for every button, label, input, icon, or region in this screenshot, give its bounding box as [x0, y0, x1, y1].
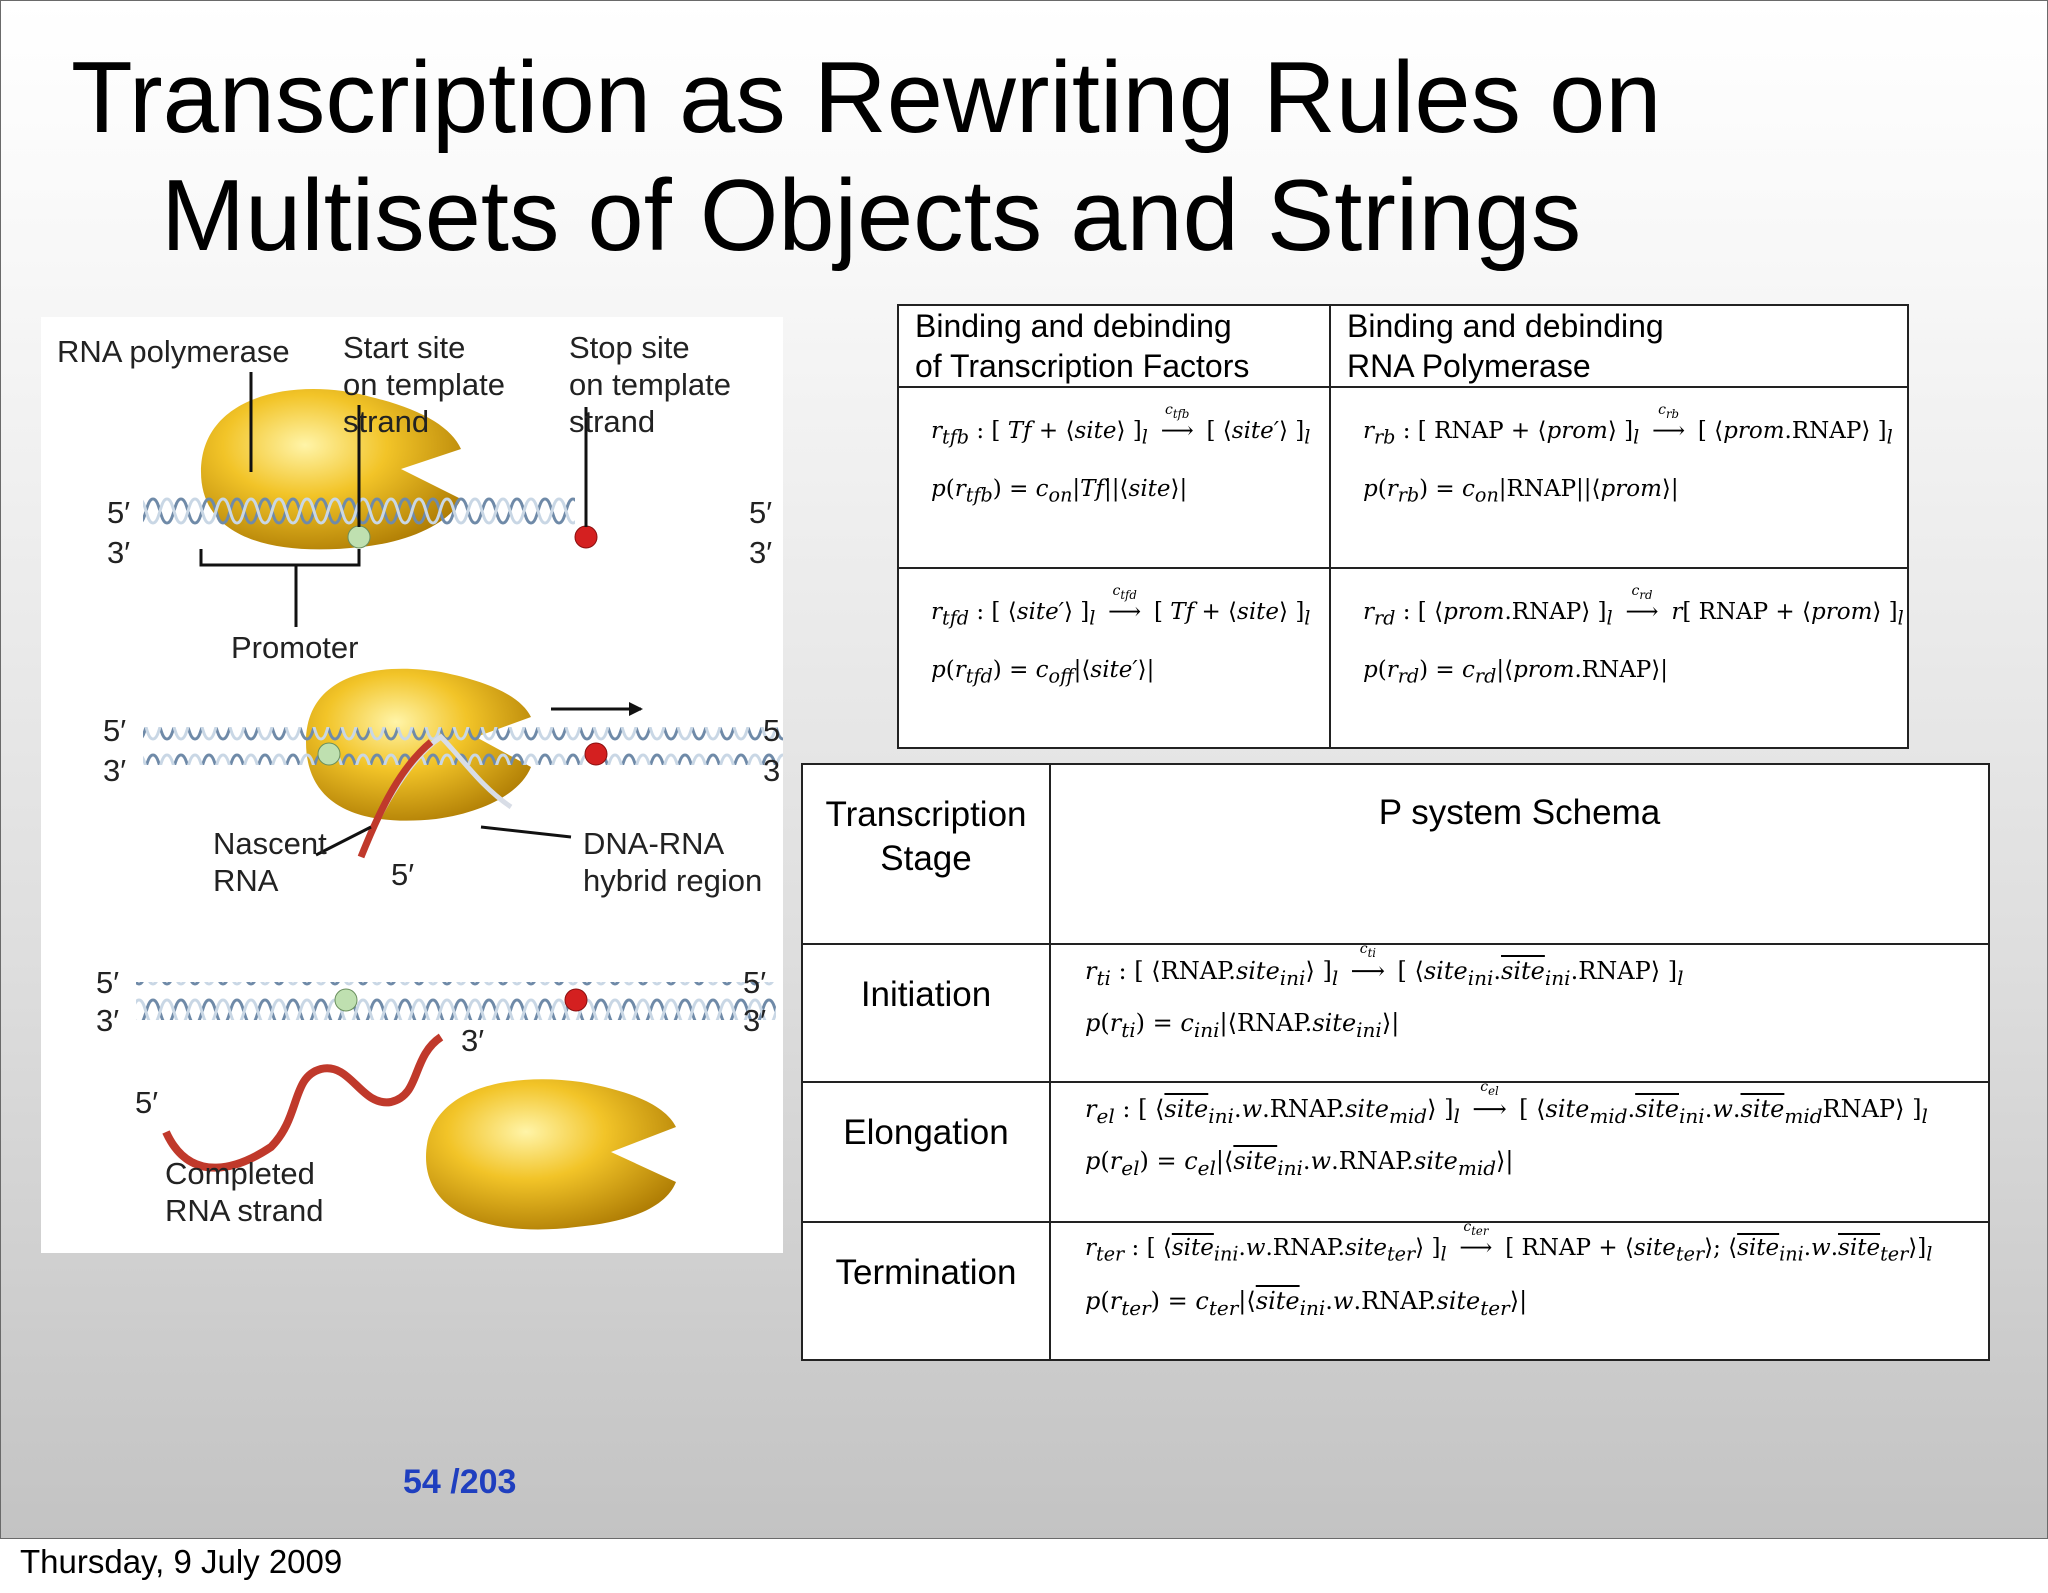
label-completed-rna: Completed RNA strand — [165, 1156, 324, 1228]
stop-site-dot-3 — [564, 988, 588, 1012]
transcription-figure: RNA polymerase Start site on template st… — [41, 317, 783, 1253]
stop-site-dot-2 — [584, 742, 608, 766]
title-line-2: Multisets of Objects and Strings — [161, 160, 1582, 272]
page-total: /203 — [450, 1463, 517, 1501]
footer-date: Thursday, 9 July 2009 — [20, 1543, 343, 1580]
rna-polymerase-shape-3 — [426, 1079, 676, 1230]
panel-termination — [136, 982, 776, 1230]
rule-rd: rrd : [ ⟨prom.RNAP⟩ ]l crd⟶ r[ RNAP + ⟨p… — [1329, 566, 1909, 749]
label-5prime-left-2: 5′ — [103, 713, 127, 748]
title-line-1: Transcription as Rewriting Rules on — [71, 42, 1662, 154]
stage-termination: Termination — [801, 1221, 1051, 1361]
rule-el: rel : [ ⟨siteini.w.RNAP.sitemid⟩ ]l cel⟶… — [1049, 1079, 1990, 1223]
label-3-right-2: 3 — [763, 753, 781, 788]
label-5prime-left-3: 5′ — [96, 965, 120, 1000]
label-nascent-rna: Nascent RNA — [213, 826, 327, 898]
label-3prime-right-1: 3′ — [749, 535, 773, 570]
label-5prime-rna-start: 5′ — [135, 1085, 159, 1120]
nascent-rna — [357, 739, 434, 859]
label-3prime-right-3: 3′ — [743, 1003, 767, 1038]
label-3prime-left-2: 3′ — [103, 753, 127, 788]
p-system-schema-table: Transcription Stage P system Schema Init… — [801, 763, 1990, 1361]
label-5prime-right-3: 5′ — [743, 965, 767, 1000]
label-5prime-right-1: 5′ — [749, 495, 773, 530]
header-transcription-stage: Transcription Stage — [801, 763, 1051, 945]
transcription-illustration — [136, 372, 783, 1230]
slide: Transcription as Rewriting Rules on Mult… — [0, 0, 2048, 1539]
slide-title: Transcription as Rewriting Rules on Mult… — [71, 39, 1661, 275]
start-site-dot-2 — [317, 742, 341, 766]
stage-elongation: Elongation — [801, 1081, 1051, 1223]
label-start-site: Start site on template strand — [343, 330, 505, 439]
label-promoter: Promoter — [231, 630, 359, 665]
label-3prime-rna-end: 3′ — [461, 1023, 485, 1058]
header-transcription-factors: Binding and debinding of Transcription F… — [897, 304, 1331, 388]
label-5prime-left-1: 5′ — [107, 495, 131, 530]
label-5prime-nascent: 5′ — [391, 857, 415, 892]
rule-ter: rter : [ ⟨siteini.w.RNAP.siteter⟩ ]l cte… — [1049, 1219, 1990, 1361]
rule-tfd: rtfd : [ ⟨site′⟩ ]l ctfd⟶ [ Tf + ⟨site⟩ … — [897, 566, 1331, 749]
label-3prime-left-1: 3′ — [107, 535, 131, 570]
page-number: 54 /203 — [403, 1463, 516, 1502]
panel-elongation — [143, 668, 783, 859]
label-rna-polymerase: RNA polymerase — [57, 334, 290, 369]
start-site-dot-3 — [334, 988, 358, 1012]
completed-rna — [162, 1033, 444, 1172]
binding-rules-table: Binding and debinding of Transcription F… — [897, 304, 1909, 749]
label-3prime-left-3: 3′ — [96, 1003, 120, 1038]
header-rna-polymerase: Binding and debinding RNA Polymerase — [1329, 304, 1909, 388]
page-current: 54 — [403, 1463, 441, 1501]
rule-ti: rti : [ ⟨RNAP.siteini⟩ ]l cti⟶ [ ⟨sitein… — [1049, 941, 1990, 1083]
rule-rb: rrb : [ RNAP + ⟨prom⟩ ]l crb⟶ [ ⟨prom.RN… — [1329, 386, 1909, 569]
start-site-dot-1 — [347, 525, 371, 549]
stop-site-dot-1 — [574, 525, 598, 549]
label-5-right-2: 5 — [763, 713, 781, 748]
stage-initiation: Initiation — [801, 943, 1051, 1083]
label-stop-site: Stop site on template strand — [569, 330, 731, 439]
panel-binding — [143, 372, 598, 627]
rule-tfb: rtfb : [ Tf + ⟨site⟩ ]l ctfb⟶ [ ⟨site′⟩ … — [897, 386, 1331, 569]
dna-helix-3 — [136, 982, 776, 1020]
label-dna-rna-hybrid: DNA-RNA hybrid region — [583, 826, 763, 898]
header-p-system-schema: P system Schema — [1049, 763, 1990, 945]
